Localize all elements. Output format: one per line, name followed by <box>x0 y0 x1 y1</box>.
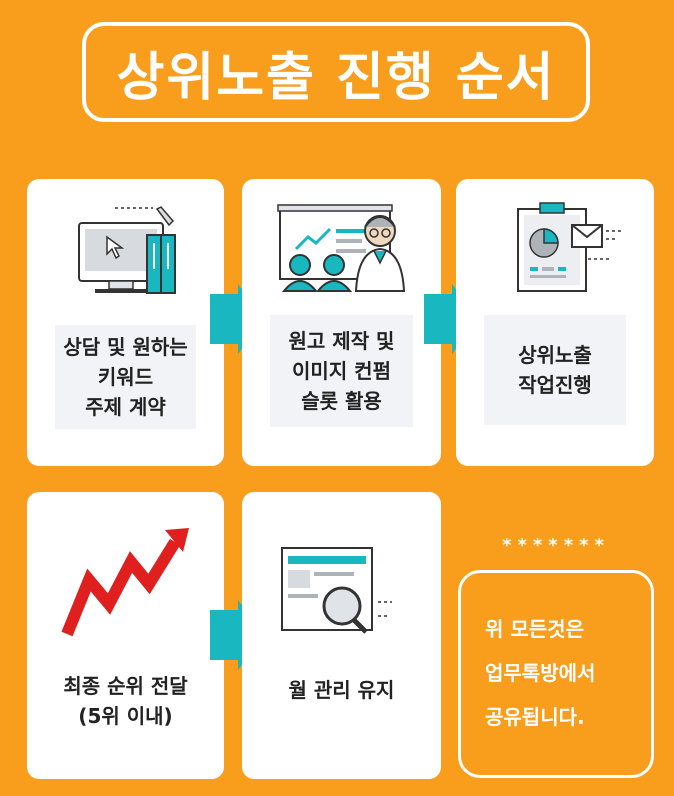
presentation-team-icon <box>277 204 406 292</box>
page-title: 상위노출 진행 순서 <box>116 47 556 108</box>
document-magnifier-icon <box>281 547 392 634</box>
step-label: 원고 제작 및 이미지 컨펌 슬롯 활용 <box>270 315 413 427</box>
rising-zigzag-arrow-icon <box>61 528 189 637</box>
title-banner: 상위노출 진행 순서 <box>82 22 590 122</box>
step-card-final-ranking: 최종 순위 전달 (5위 이내) <box>27 492 224 779</box>
note-box: 위 모든것은 업무톡방에서 공유됩니다. <box>458 570 654 778</box>
computer-cursor-binder-icon <box>78 206 176 294</box>
decorative-stars: ******* <box>502 535 610 556</box>
step-label: 최종 순위 전달 (5위 이내) <box>55 666 196 736</box>
step-card-ranking-work: 상위노출 작업진행 <box>456 179 654 466</box>
note-line: 업무톡방에서 <box>485 661 596 685</box>
step-card-monthly-management: 월 관리 유지 <box>242 492 441 779</box>
step-label: 상담 및 원하는 키워드 주제 계약 <box>55 325 196 429</box>
step-card-consultation: 상담 및 원하는 키워드 주제 계약 <box>27 179 224 466</box>
step-card-content-production: 원고 제작 및 이미지 컨펌 슬롯 활용 <box>242 179 441 466</box>
step-label: 상위노출 작업진행 <box>484 315 626 425</box>
report-board-icon <box>517 202 622 292</box>
note-line: 공유됩니다. <box>485 705 585 729</box>
note-line: 위 모든것은 <box>485 617 584 641</box>
step-label: 월 관리 유지 <box>270 664 413 716</box>
